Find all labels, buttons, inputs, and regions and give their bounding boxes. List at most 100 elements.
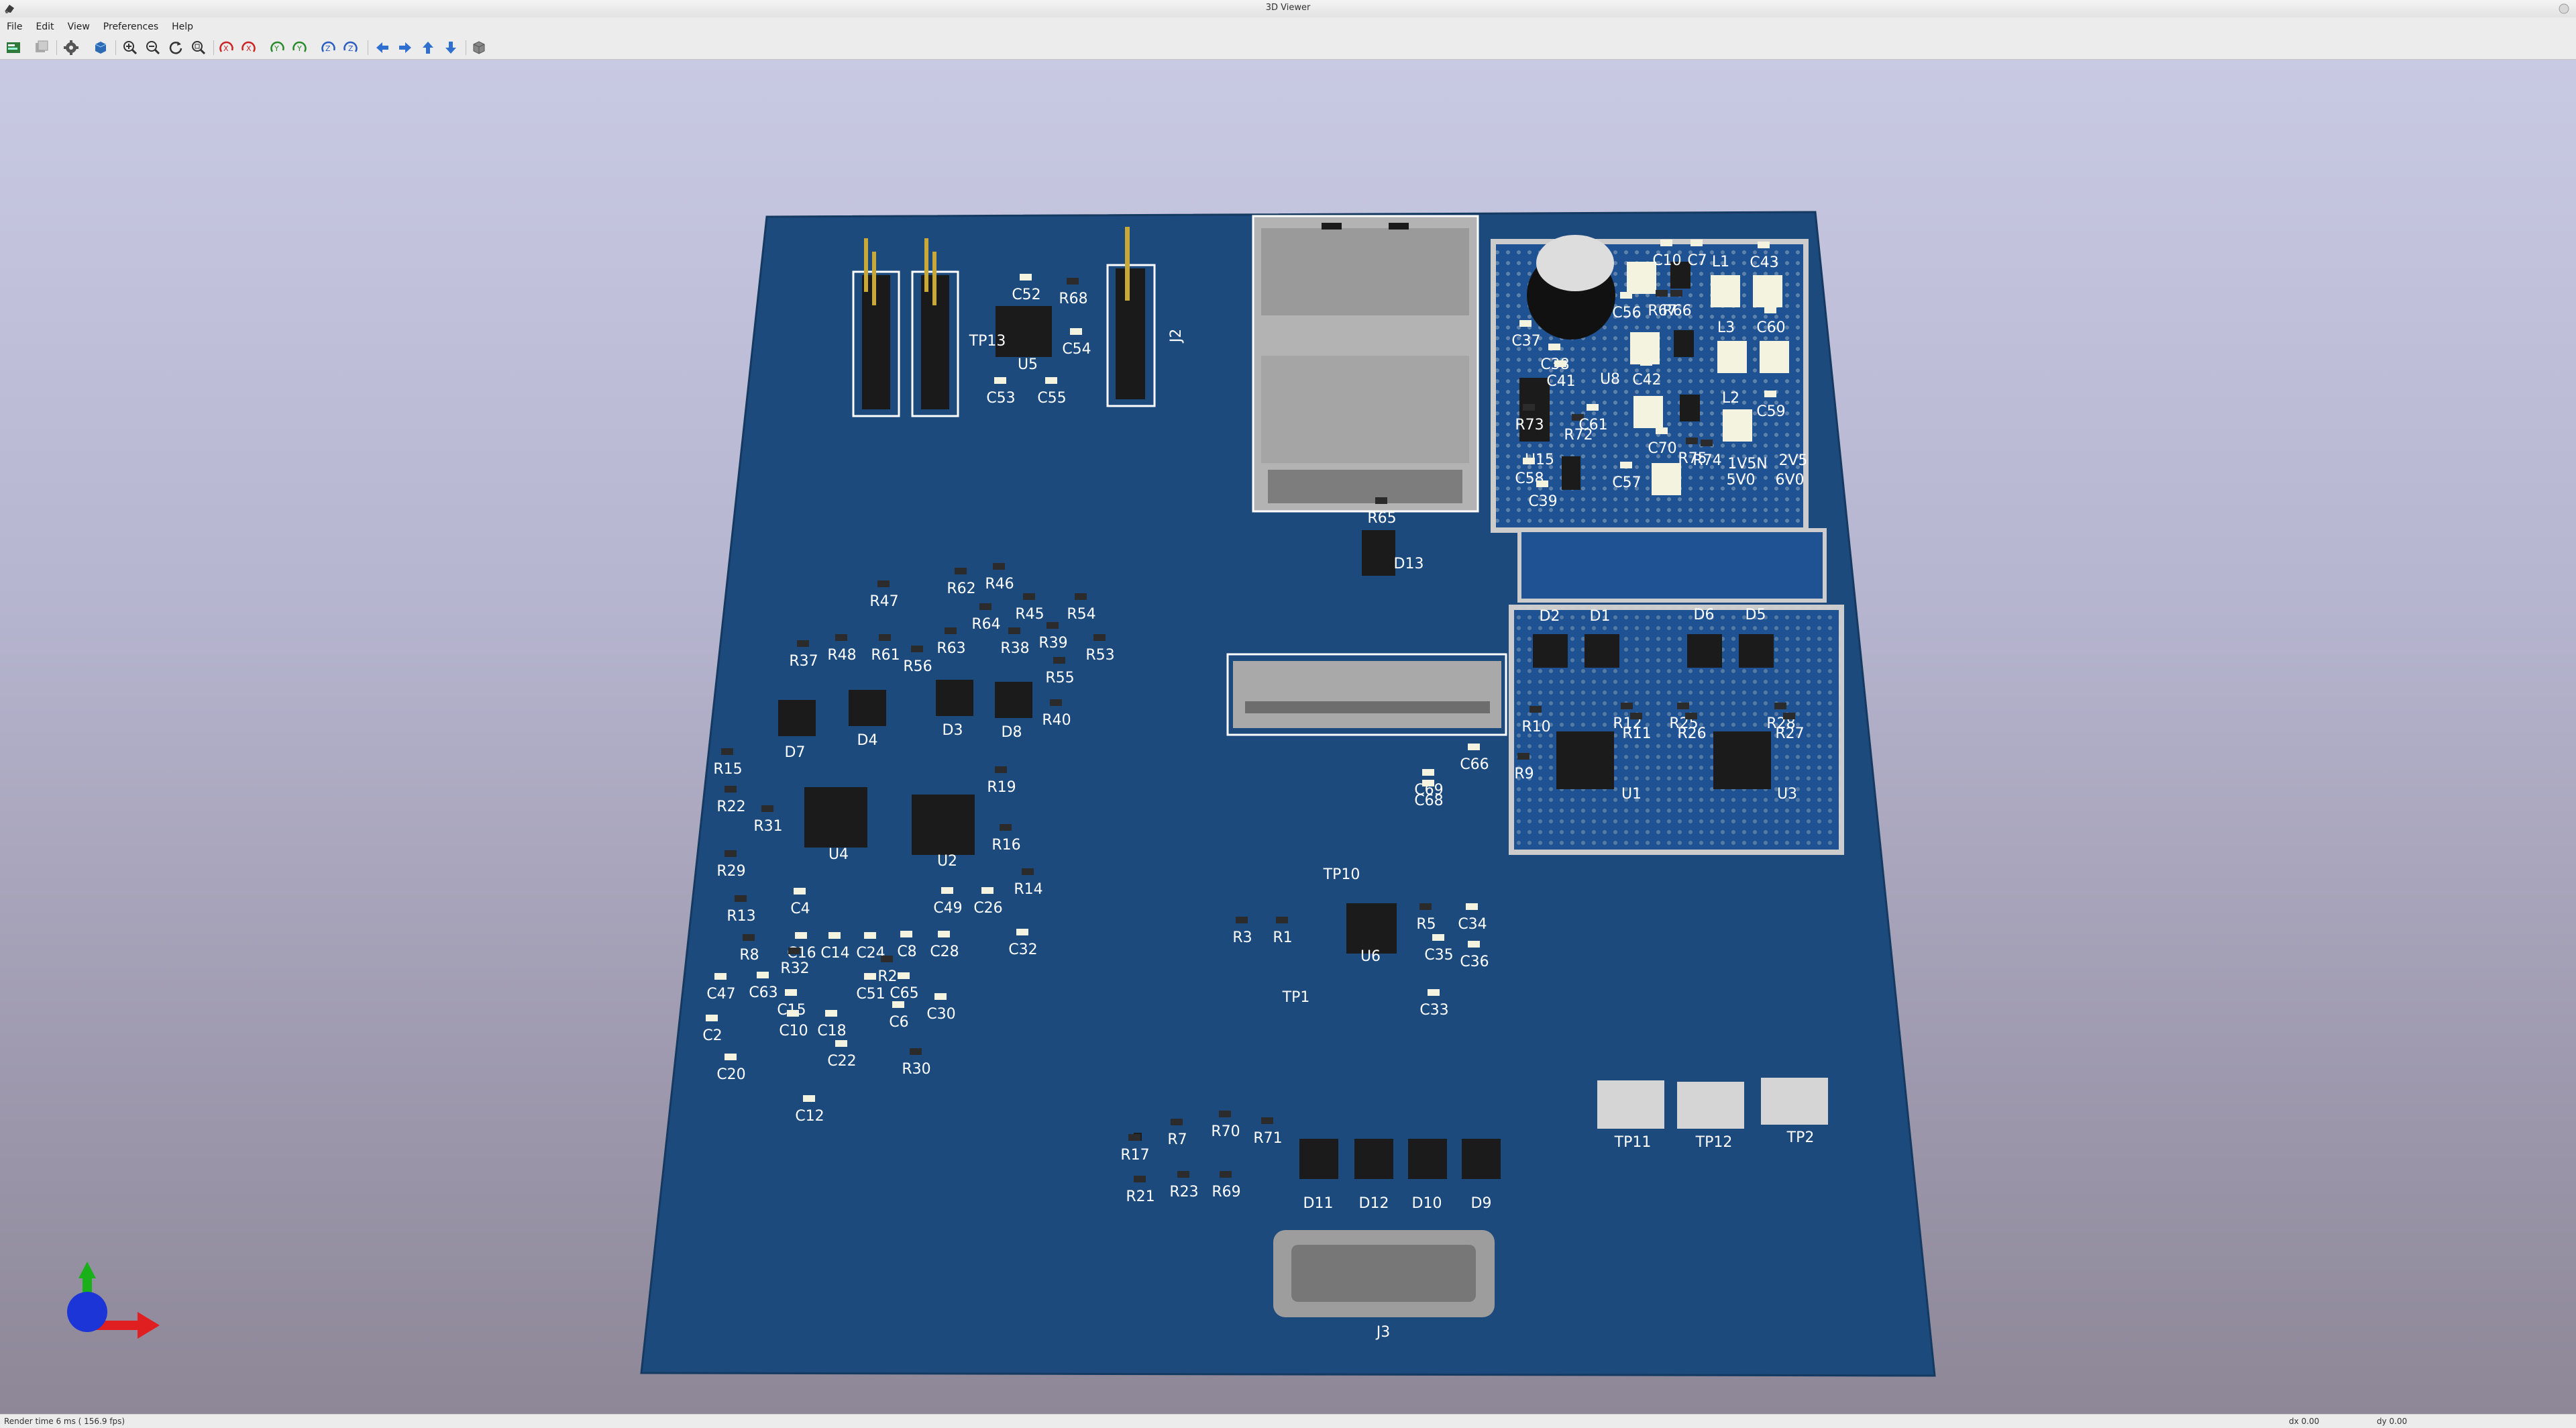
component-c10	[1660, 240, 1672, 246]
rotate-y-ccw-icon[interactable]: Y	[268, 38, 287, 57]
menu-file[interactable]: File	[7, 21, 23, 32]
silk-label-r27: R27	[1775, 725, 1804, 742]
silk-label-c8: C8	[897, 944, 916, 960]
move-up-icon[interactable]	[419, 38, 437, 57]
component-c16	[795, 932, 807, 939]
silk-label-r75: R75	[1678, 450, 1707, 467]
silk-label-r11: R11	[1622, 725, 1651, 742]
zoom-fit-icon[interactable]	[189, 38, 208, 57]
component-c2	[706, 1015, 718, 1021]
silk-label-c12: C12	[795, 1108, 824, 1125]
component-c43	[1758, 242, 1770, 248]
sd-card-connector	[1252, 215, 1479, 513]
rotate-x-cw-icon[interactable]: X	[239, 38, 258, 57]
move-down-icon[interactable]	[441, 38, 460, 57]
component-r37	[797, 640, 809, 647]
silk-label-l1: L1	[1712, 254, 1729, 270]
menu-edit[interactable]: Edit	[36, 21, 54, 32]
silk-label-c54: C54	[1062, 341, 1091, 358]
component-c68	[1422, 780, 1434, 786]
copy-image-icon[interactable]	[32, 38, 51, 57]
silk-label-c42: C42	[1632, 372, 1661, 389]
silk-label-r2: R2	[877, 968, 897, 985]
component-c69	[1422, 769, 1434, 776]
silk-label-d13: D13	[1394, 556, 1424, 572]
settings-gear-icon[interactable]	[62, 38, 80, 57]
silk-label-r29: R29	[716, 863, 745, 880]
silk-label-r3: R3	[1232, 929, 1252, 946]
component-c54	[1070, 328, 1082, 335]
window-control-icon[interactable]	[2557, 2, 2571, 15]
rotate-z-cw-icon[interactable]: Z	[341, 38, 360, 57]
ic-u5	[996, 306, 1052, 357]
component-r11	[1630, 713, 1642, 719]
component-c66	[1468, 744, 1480, 750]
silk-label-c28: C28	[930, 944, 959, 960]
window-title: 3D Viewer	[1265, 3, 1311, 13]
silk-label-r73: R73	[1515, 417, 1544, 434]
menu-view[interactable]: View	[67, 21, 90, 32]
component-c28	[938, 931, 950, 937]
component-c38	[1548, 344, 1560, 350]
driver-section	[1509, 605, 1844, 855]
component-r39	[1046, 622, 1059, 629]
component-c42	[1640, 359, 1652, 366]
silk-label-c53: C53	[986, 390, 1015, 407]
silk-label-c66: C66	[1460, 756, 1489, 773]
rotate-x-ccw-icon[interactable]: X	[217, 38, 236, 57]
component-r7	[1171, 1119, 1183, 1125]
component-r70	[1219, 1111, 1231, 1117]
silk-label-r46: R46	[985, 576, 1014, 593]
component-r47	[877, 580, 890, 587]
svg-text:Y: Y	[297, 44, 302, 53]
toolbar-separator	[115, 40, 116, 55]
zoom-in-icon[interactable]	[121, 38, 140, 57]
silk-label-r32: R32	[780, 960, 809, 977]
component-r68	[1067, 278, 1079, 285]
silk-label-2v5: 2V5	[1778, 452, 1807, 469]
component-c49	[941, 887, 953, 894]
svg-text:X: X	[223, 44, 229, 53]
component-c18	[825, 1010, 837, 1017]
silk-label-r37: R37	[789, 653, 818, 670]
component-c37	[1519, 320, 1532, 327]
silk-label-c22: C22	[827, 1053, 856, 1070]
silk-label-c36: C36	[1460, 954, 1489, 970]
component-c6	[892, 1001, 904, 1008]
component-c59	[1764, 391, 1776, 397]
menu-help[interactable]: Help	[172, 21, 194, 32]
silk-label-tp2: TP2	[1786, 1129, 1815, 1146]
silk-label-r14: R14	[1014, 881, 1042, 898]
raytrace-toggle-icon[interactable]	[91, 38, 110, 57]
component-c4	[794, 888, 806, 895]
silk-label-d3: D3	[943, 722, 963, 739]
silk-label-tp13: TP13	[969, 333, 1006, 350]
silk-label-r22: R22	[716, 799, 745, 815]
silk-label-r45: R45	[1015, 606, 1044, 623]
component-r10	[1529, 706, 1542, 713]
move-right-icon[interactable]	[396, 38, 415, 57]
silk-label-j3: J3	[1375, 1324, 1391, 1341]
render-options-icon[interactable]	[4, 38, 23, 57]
menu-preferences[interactable]: Preferences	[103, 21, 159, 32]
component-r71	[1261, 1117, 1273, 1124]
move-left-icon[interactable]	[373, 38, 392, 57]
component-r12	[1621, 703, 1633, 709]
component-c36	[1468, 941, 1480, 948]
silk-label-u3: U3	[1777, 786, 1797, 803]
silk-label-d1: D1	[1590, 608, 1611, 625]
rotate-z-ccw-icon[interactable]: Z	[319, 38, 338, 57]
redraw-icon[interactable]	[166, 38, 185, 57]
component-c33	[1428, 989, 1440, 996]
silk-label-r17: R17	[1120, 1147, 1149, 1164]
silk-label-c10: C10	[779, 1023, 808, 1039]
silk-label-d9: D9	[1471, 1195, 1492, 1212]
component-c24	[864, 932, 876, 939]
diode-array	[1134, 1133, 1501, 1179]
orthographic-toggle-icon[interactable]	[470, 38, 488, 57]
rotate-y-cw-icon[interactable]: Y	[290, 38, 309, 57]
zoom-out-icon[interactable]	[144, 38, 162, 57]
silk-label-c57: C57	[1612, 474, 1641, 491]
